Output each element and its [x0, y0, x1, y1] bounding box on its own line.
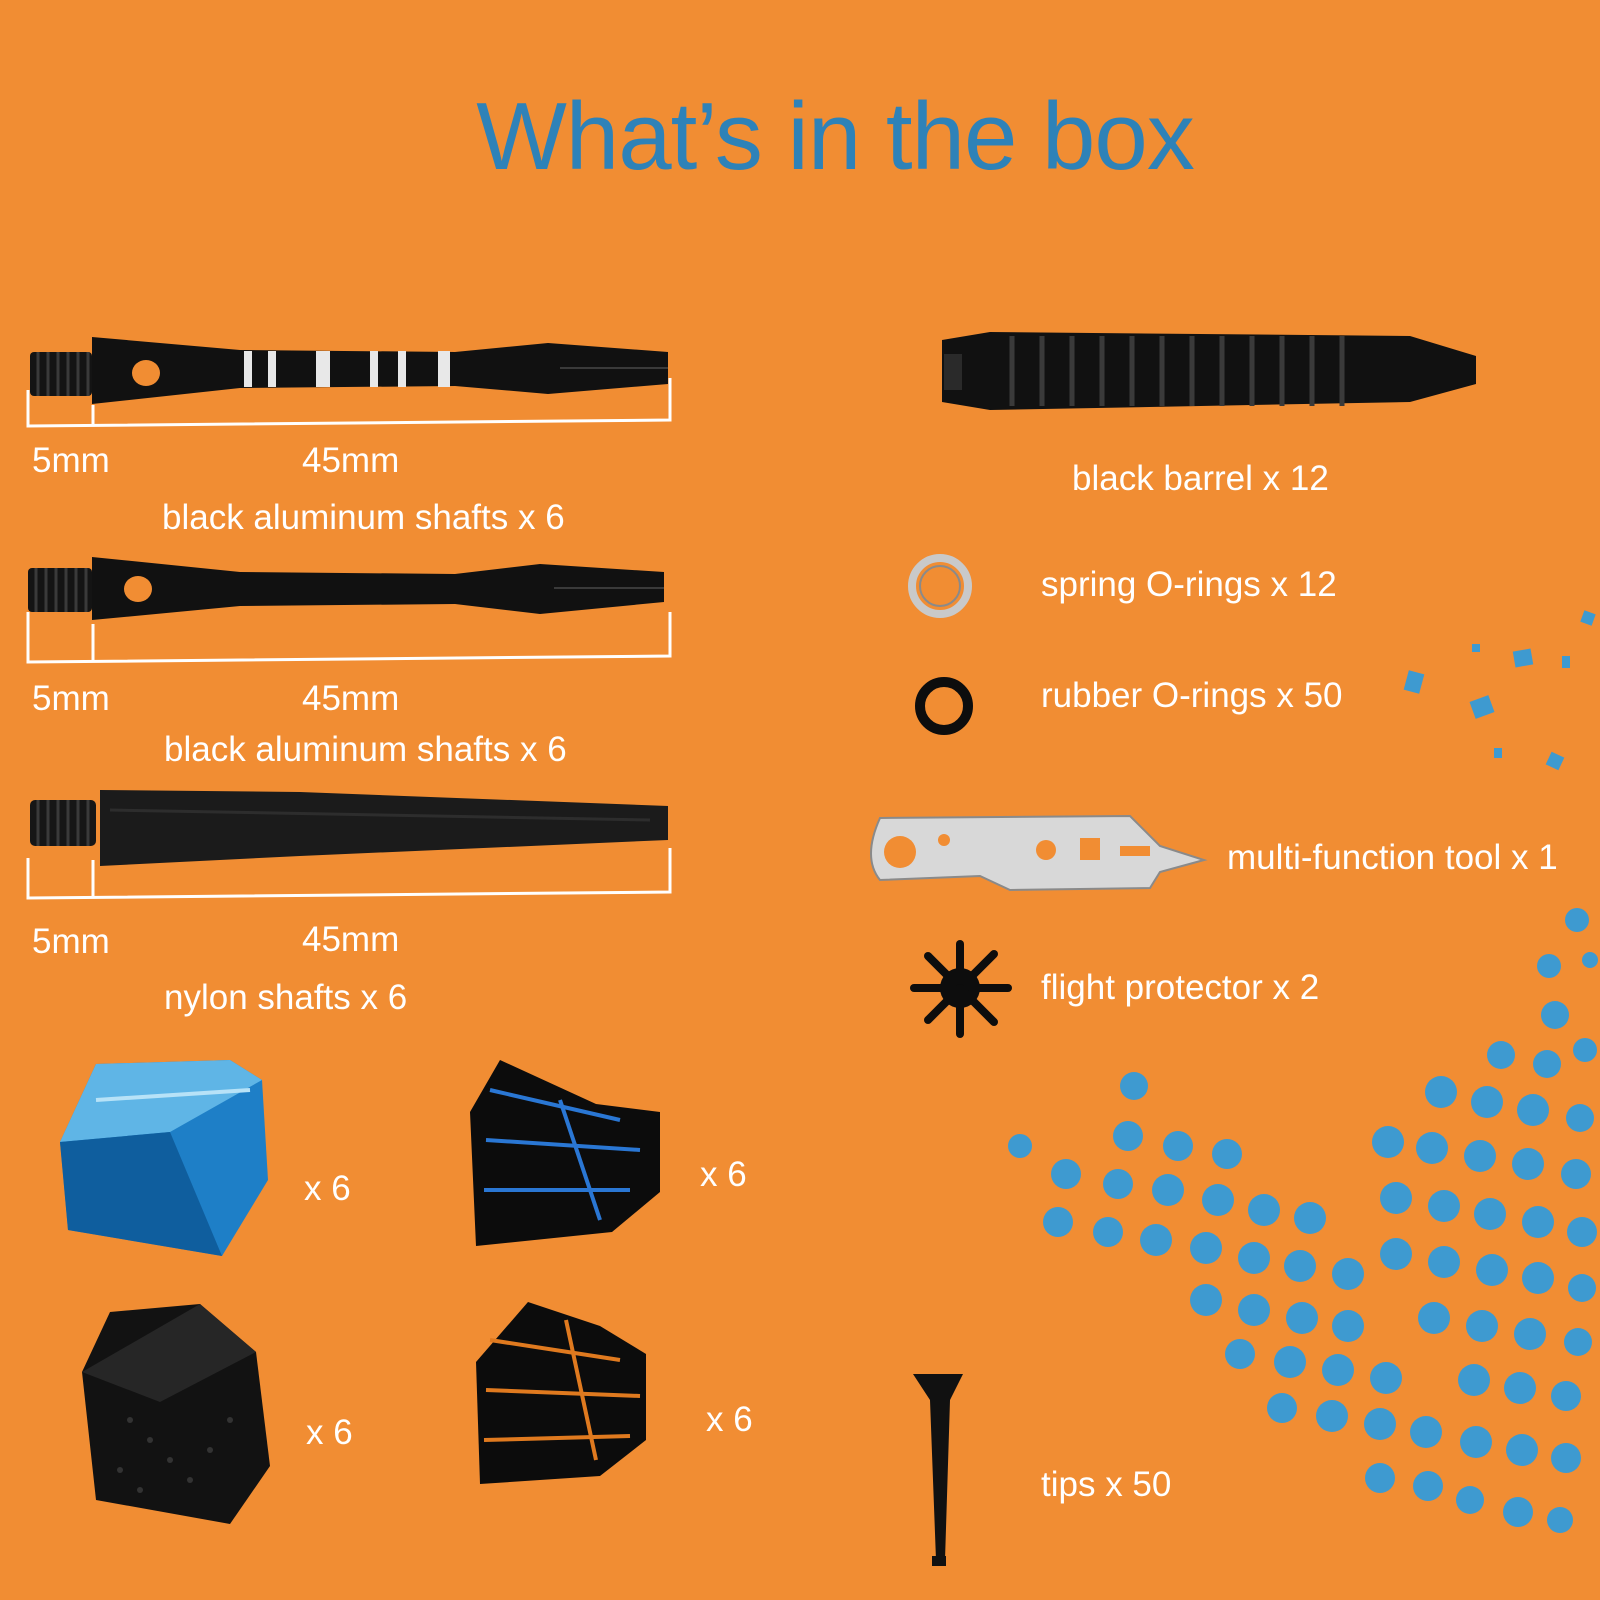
flight-protector-icon	[910, 940, 1012, 1038]
spring-orings-label: spring O-rings x 12	[1041, 565, 1337, 604]
nylon-shaft-image	[26, 790, 672, 900]
aluminum-shaft-plain-image	[26, 557, 672, 664]
multi-function-tool-icon	[870, 814, 1208, 892]
shaft-2-dim-long: 45mm	[302, 679, 400, 718]
page-title: What’s in the box	[476, 83, 1195, 190]
tool-label: multi-function tool x 1	[1227, 838, 1558, 877]
flight-2-count: x 6	[700, 1155, 747, 1194]
shaft-3-dim-long: 45mm	[302, 920, 400, 959]
shaft-2-dim-short: 5mm	[32, 679, 110, 718]
black-barrel-image	[942, 332, 1476, 410]
flight-protector-label: flight protector x 2	[1041, 968, 1320, 1007]
shaft-1-label: black aluminum shafts x 6	[162, 498, 565, 537]
flight-4-count: x 6	[706, 1400, 753, 1439]
barrel-label: black barrel x 12	[1072, 459, 1329, 498]
shaft-3-dim-short: 5mm	[32, 922, 110, 961]
shaft-2-label: black aluminum shafts x 6	[164, 730, 567, 769]
rubber-orings-label: rubber O-rings x 50	[1041, 676, 1343, 715]
tips-label: tips x 50	[1041, 1465, 1172, 1504]
flight-black-orange-image	[476, 1302, 646, 1484]
aluminum-shaft-striped-image	[26, 337, 672, 428]
flight-blue-glass-image	[60, 1060, 268, 1256]
shaft-1-dim-long: 45mm	[302, 441, 400, 480]
spring-oring-icon	[908, 554, 972, 618]
flight-3-count: x 6	[306, 1413, 353, 1452]
shaft-3-label: nylon shafts x 6	[164, 978, 408, 1017]
flight-black-blue-image	[470, 1060, 660, 1246]
flight-1-count: x 6	[304, 1169, 351, 1208]
shaft-1-dim-short: 5mm	[32, 441, 110, 480]
flight-black-dotted-image	[82, 1304, 270, 1524]
rubber-oring-icon	[915, 677, 973, 735]
dart-tip-icon	[913, 1374, 963, 1566]
